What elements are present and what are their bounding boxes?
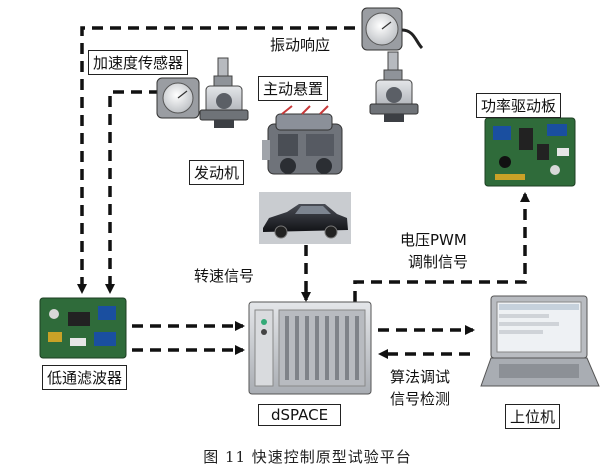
dspace-label: dSPACE — [258, 404, 342, 426]
active-mount-label: 主动悬置 — [258, 76, 329, 101]
accelerometer-icon — [156, 77, 200, 119]
active-mount-icon — [369, 51, 419, 122]
accelerometer-icon — [361, 7, 424, 51]
dspace-chassis-icon — [248, 301, 372, 395]
line-left-sensor-to-filter — [105, 90, 160, 294]
active-mount-icon — [199, 57, 249, 128]
pcb-board-icon — [484, 117, 576, 187]
line-dspace-to-driver — [353, 192, 530, 302]
engine-icon — [262, 105, 343, 175]
pwm-signal-label-line1: 电压PWM — [400, 231, 467, 249]
power-driver-board-label: 功率驱动板 — [476, 93, 562, 118]
engine-label: 发动机 — [189, 160, 245, 185]
car-icon — [259, 192, 351, 244]
vibration-response-label: 振动响应 — [270, 36, 331, 54]
figure-caption: 图 11 快速控制原型试验平台 — [203, 448, 412, 466]
speed-signal-label: 转速信号 — [194, 267, 255, 285]
algorithm-debug-label-line2: 信号检测 — [390, 390, 451, 408]
laptop-icon — [480, 295, 600, 387]
connection-lines — [77, 26, 530, 359]
algorithm-debug-label-line1: 算法调试 — [390, 368, 451, 386]
lowpass-filter-label: 低通滤波器 — [42, 365, 128, 390]
accelerometer-label: 加速度传感器 — [88, 50, 189, 75]
pwm-signal-label-line2: 调制信号 — [408, 253, 469, 271]
filter-board-icon — [39, 297, 127, 359]
host-pc-label: 上位机 — [505, 404, 561, 429]
line-top-sensor-to-filter — [77, 26, 355, 294]
